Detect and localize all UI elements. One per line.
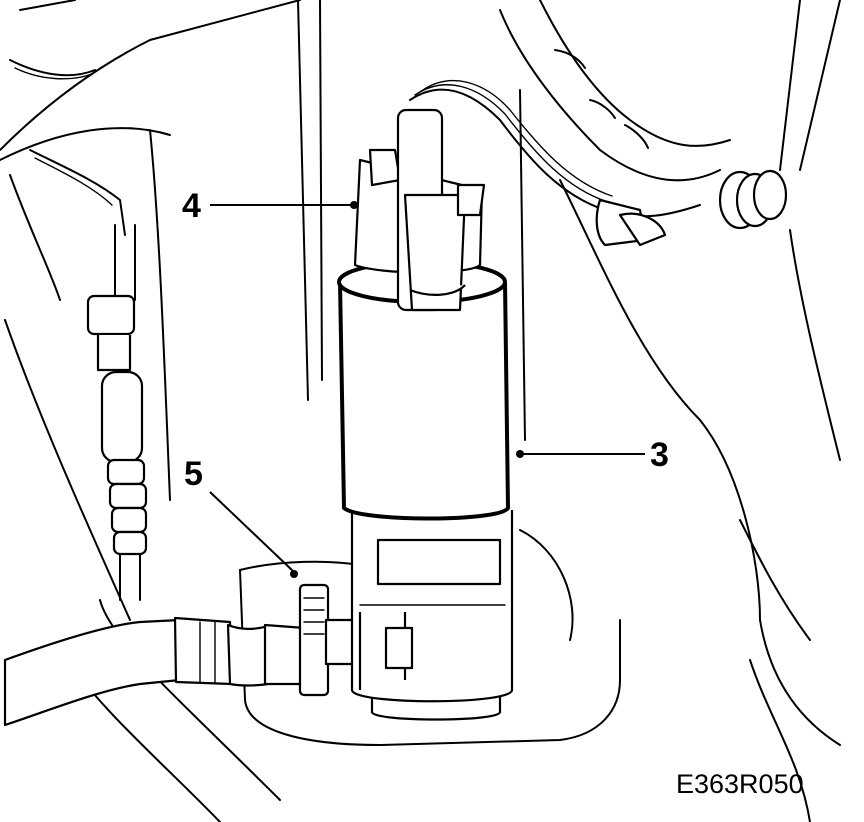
callout-label-4: 4 — [182, 187, 201, 225]
figure-id: E363R050 — [676, 769, 804, 799]
leader-line-5 — [209, 491, 295, 573]
pump-wiring — [409, 79, 701, 247]
fuel-hose — [3, 616, 307, 727]
callout-label-5: 5 — [184, 455, 203, 493]
fuel-pump — [337, 108, 514, 721]
background-structure — [0, 0, 841, 822]
leader-dot-3 — [516, 450, 524, 458]
leader-dot-5 — [290, 570, 298, 578]
leader-dot-4 — [350, 201, 358, 209]
callout-label-3: 3 — [650, 436, 669, 474]
callout-leaders — [209, 201, 645, 578]
